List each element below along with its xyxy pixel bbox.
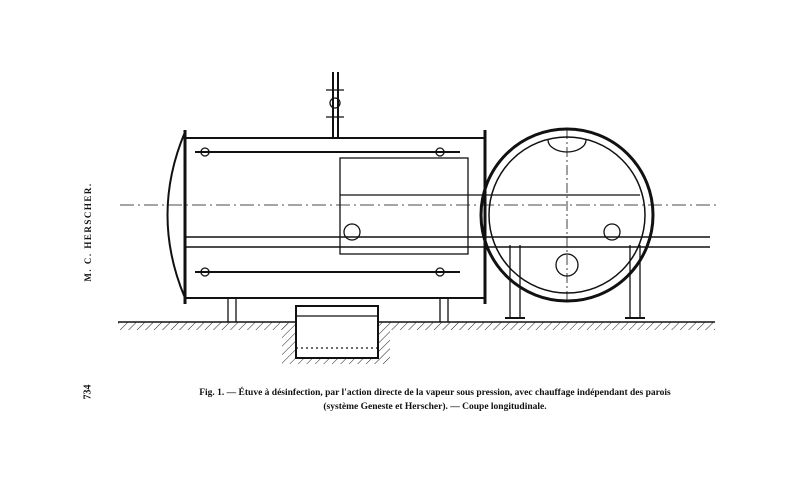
figure-caption-line-1: Fig. 1. — Étuve à désinfection, par l'ac… bbox=[199, 388, 671, 398]
pit-box bbox=[282, 305, 390, 364]
ground-line bbox=[118, 321, 715, 330]
door-end-view bbox=[479, 127, 655, 319]
steam-valve-pipe bbox=[326, 72, 344, 138]
cylinder-body bbox=[120, 130, 720, 322]
figure-caption: Fig. 1. — Étuve à désinfection, par l'ac… bbox=[115, 386, 755, 414]
figure-caption-line-2: (système Geneste et Herscher). — Coupe l… bbox=[323, 402, 547, 412]
